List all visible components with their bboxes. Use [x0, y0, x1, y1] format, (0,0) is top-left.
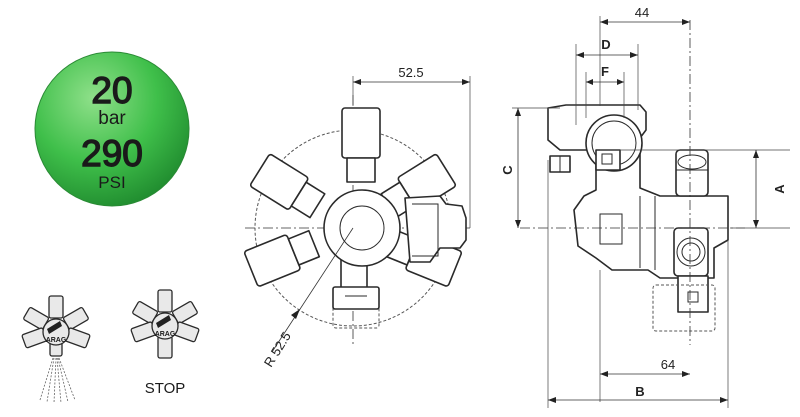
top-fitting: [675, 149, 709, 197]
dim-side-d: D: [601, 37, 610, 52]
badge-circle: [34, 51, 190, 207]
front-view: 52.5 R 52.5: [243, 65, 471, 370]
thumbnail-stop: ARAG: [130, 289, 200, 359]
thumb-right-arms: [130, 289, 200, 359]
lower-fitting: [673, 227, 709, 277]
thumb-left-brand: ARAG: [46, 337, 67, 344]
thumb-right-brand: ARAG: [155, 331, 176, 338]
turret-arm-top: [341, 107, 381, 183]
dim-side-64: 64: [661, 357, 675, 372]
bottom-stem: [677, 275, 709, 313]
side-view: 44 D F C A 64: [500, 5, 790, 408]
radius-leader: [271, 227, 354, 353]
dim-front-radius: R 52.5: [261, 329, 294, 369]
bottom-nozzle-cap: [332, 286, 380, 310]
thumb-right-hub: [151, 312, 179, 340]
dim-side-44: 44: [635, 5, 649, 20]
turret-clamp-body: [404, 195, 467, 263]
dim-side-c: C: [500, 165, 515, 175]
dim-front-width: 52.5: [398, 65, 423, 80]
thumbnail-spraying: ARAG: [21, 295, 91, 404]
thumb-left-arrow-icon: [47, 321, 62, 334]
turret-hub: [323, 189, 401, 267]
turret-hub-inner: [339, 205, 385, 251]
pressure-badge: 20 bar 290 PSI: [34, 51, 190, 207]
spray-pattern-icon: [39, 357, 76, 404]
pressure-bar-unit: bar: [98, 108, 126, 129]
stop-caption: STOP: [145, 380, 186, 397]
dim-side-a: A: [772, 184, 787, 194]
dim-side-b: B: [635, 384, 644, 399]
pressure-psi-value: 290: [81, 133, 143, 174]
thumb-left-hub: [42, 318, 70, 346]
pressure-bar-value: 20: [91, 70, 132, 111]
body-window: [599, 213, 623, 245]
clamp-detail: [412, 203, 439, 257]
clamp-latch: [595, 149, 621, 171]
bottom-hidden-outline: [652, 284, 716, 332]
pressure-psi-unit: PSI: [98, 173, 125, 192]
thumb-right-arrow-icon: [156, 315, 171, 328]
turret-arm-upper-left: [249, 153, 326, 219]
dim-side-f: F: [601, 64, 609, 79]
turret-arm-lower-left: [243, 229, 321, 287]
